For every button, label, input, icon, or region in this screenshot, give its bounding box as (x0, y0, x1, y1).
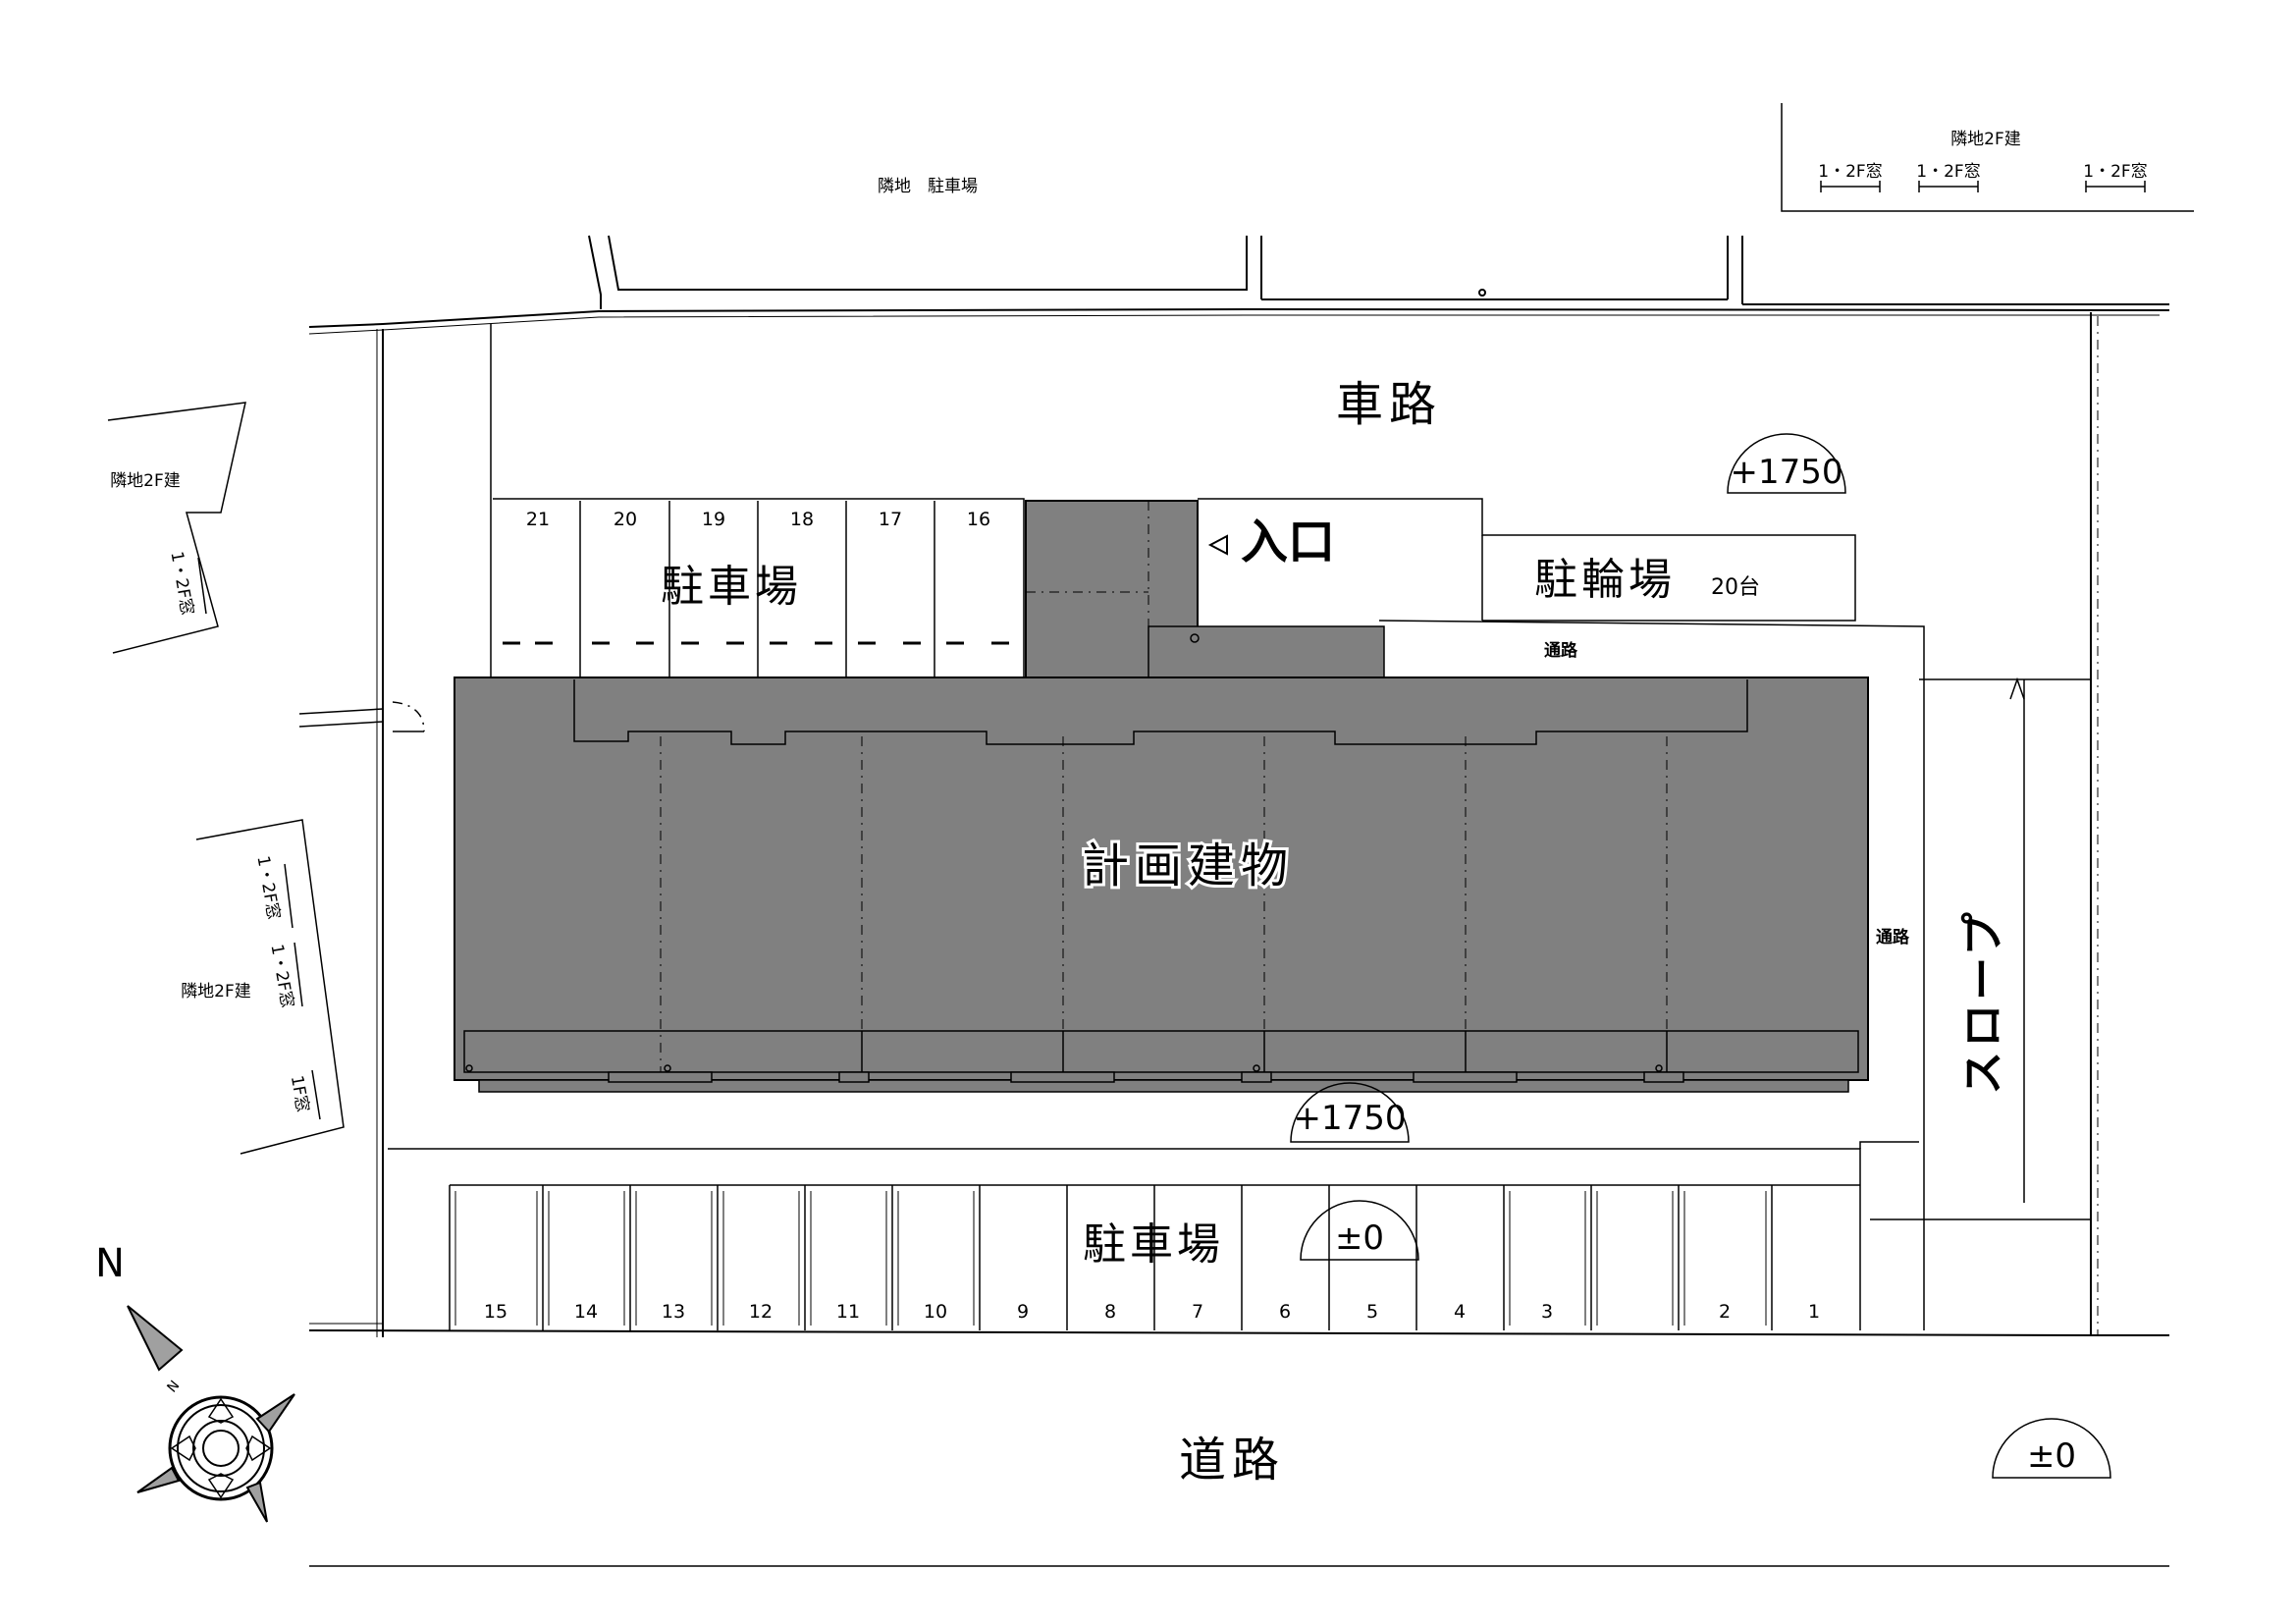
gate (298, 701, 425, 732)
neighbor-parking-label: 隣地 駐車場 (878, 177, 978, 196)
north-label: N (95, 1241, 125, 1286)
south-parking-stall-numbers: 15 14 13 12 11 10 9 8 7 6 5 4 3 2 1 (484, 1301, 1820, 1323)
south-parking (388, 1141, 1919, 1330)
stall-number: 12 (749, 1301, 773, 1323)
neighbor-building-top-right (1781, 103, 2194, 212)
bicycle-parking-label: 駐輪場 (1534, 555, 1676, 605)
window-label-left-2: 1・2F窓 (252, 854, 283, 921)
north-parking-label: 駐車場 (661, 562, 802, 612)
level-marker-road: ±0 (1992, 1418, 2111, 1479)
svg-text:+1750: +1750 (1293, 1099, 1406, 1138)
window-label-left-3: 1・2F窓 (266, 943, 296, 1009)
bicycle-area (1198, 498, 2091, 1330)
entrance-label: 入口 (1241, 514, 1335, 569)
north-parking-stall-numbers: 21 20 19 18 17 16 (526, 509, 990, 530)
neighbor-2f-left-mid-label: 隣地2F建 (181, 982, 251, 1001)
window-label-1: 1・2F窓 (1818, 162, 1882, 182)
south-parking-label: 駐車場 (1083, 1219, 1224, 1270)
stall-number: 18 (790, 509, 814, 530)
window-label-left-1: 1・2F窓 (166, 550, 196, 617)
stall-number: 4 (1454, 1301, 1466, 1323)
planned-building (454, 500, 1869, 1093)
svg-text:+1750: +1750 (1730, 453, 1842, 492)
site-boundary (308, 307, 2170, 1567)
north-parking (493, 498, 1025, 678)
road-label: 道路 (1179, 1433, 1285, 1488)
stall-number: 19 (702, 509, 725, 530)
stall-number: 21 (526, 509, 550, 530)
window-label-3: 1・2F窓 (2083, 162, 2147, 182)
stall-number: 20 (614, 509, 637, 530)
level-marker-building: +1750 (1290, 1082, 1410, 1143)
level-marker-top-right: +1750 (1727, 433, 1846, 494)
neighbor-parking (588, 235, 2169, 309)
stall-number: 17 (879, 509, 902, 530)
svg-text:±0: ±0 (1335, 1218, 1384, 1258)
stall-number: 11 (836, 1301, 860, 1323)
level-marker-parking: ±0 (1300, 1200, 1419, 1261)
stall-number: 1 (1808, 1301, 1820, 1323)
stall-number: 13 (662, 1301, 685, 1323)
north-arrow-small-n: N (164, 1378, 183, 1395)
svg-text:±0: ±0 (2027, 1436, 2076, 1476)
neighbor-2f-top-right-label: 隣地2F建 (1950, 130, 2021, 149)
stall-number: 9 (1017, 1301, 1029, 1323)
stall-number: 7 (1192, 1301, 1203, 1323)
neighbor-2f-left-top-label: 隣地2F建 (110, 471, 181, 491)
car-road-label: 車路 (1336, 377, 1442, 432)
stall-number: 15 (484, 1301, 507, 1323)
north-arrow: N N (95, 1241, 295, 1523)
window-label-2: 1・2F窓 (1916, 162, 1980, 182)
window-label-left-4: 1F窓 (287, 1074, 312, 1114)
stall-number: 14 (574, 1301, 598, 1323)
bicycle-count: 20台 (1711, 575, 1760, 600)
building-label: 計画建物 (1082, 839, 1294, 893)
stall-number: 8 (1104, 1301, 1116, 1323)
neighbor-building-left-top (107, 402, 246, 654)
stall-number: 3 (1541, 1301, 1553, 1323)
passage-label-east: 通路 (1876, 927, 1910, 947)
stall-number: 5 (1366, 1301, 1378, 1323)
stall-number: 2 (1719, 1301, 1731, 1323)
passage-label-north: 通路 (1544, 640, 1578, 661)
building-label-halo: 計画建物 (1082, 839, 1294, 893)
stall-number: 16 (967, 509, 990, 530)
slope-label: スロープ (1958, 908, 2008, 1094)
entrance-marker: 入口 (1207, 514, 1335, 569)
stall-number: 6 (1279, 1301, 1291, 1323)
neighbor-building-left-mid (195, 819, 345, 1155)
stall-number: 10 (924, 1301, 947, 1323)
